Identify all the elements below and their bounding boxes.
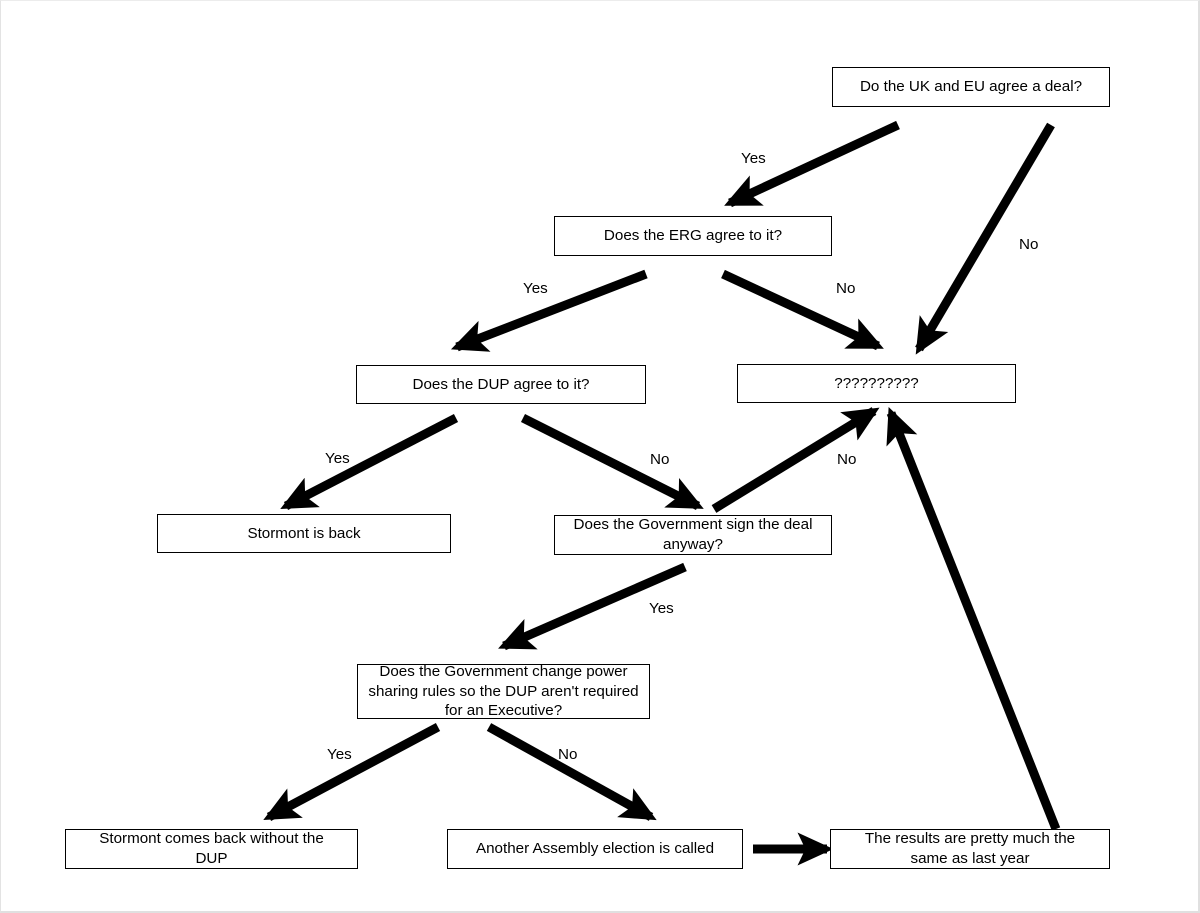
- edge-label-erg-yes: Yes: [523, 280, 548, 297]
- edge-label-deal-no: No: [1019, 236, 1039, 253]
- arrow-power-no-to-election: [486, 723, 657, 821]
- node-uk-eu-deal[interactable]: Do the UK and EU agree a deal?: [832, 67, 1110, 107]
- arrow-dup-yes-to-stormont: [280, 414, 459, 510]
- edge-label-gov-sign-yes: Yes: [649, 600, 674, 617]
- edge-label-gov-sign-no: No: [837, 451, 857, 468]
- arrow-deal-yes-to-erg: [724, 120, 900, 208]
- node-power-sharing-rules-label-line3: for an Executive?: [444, 702, 563, 720]
- node-stormont-is-back-label: Stormont is back: [247, 524, 361, 542]
- arrow-deal-no-to-unknown: [915, 122, 1055, 355]
- arrow-gov-sign-no-to-unknown: [711, 407, 880, 513]
- edge-label-dup-no: No: [650, 451, 670, 468]
- node-unknown-label: ??????????: [834, 374, 919, 392]
- node-gov-sign-deal[interactable]: Does the Government sign the deal anyway…: [554, 515, 832, 555]
- node-dup-agree-label: Does the DUP agree to it?: [412, 375, 590, 393]
- node-gov-sign-deal-label-line1: Does the Government sign the deal: [573, 516, 813, 534]
- node-unknown[interactable]: ??????????: [737, 364, 1016, 403]
- edge-label-deal-yes: Yes: [741, 150, 766, 167]
- node-stormont-is-back[interactable]: Stormont is back: [157, 514, 451, 553]
- node-erg-agree[interactable]: Does the ERG agree to it?: [554, 216, 832, 256]
- node-erg-agree-label: Does the ERG agree to it?: [603, 227, 783, 245]
- edge-label-power-no: No: [558, 746, 578, 763]
- node-power-sharing-rules-label-line1: Does the Government change power: [379, 662, 628, 680]
- arrow-power-yes-to-no-dup: [263, 723, 441, 821]
- arrow-erg-no-to-unknown: [721, 269, 884, 351]
- edge-label-erg-no: No: [836, 280, 856, 297]
- arrow-dup-no-to-gov-sign: [520, 413, 704, 511]
- arrow-results-to-unknown: [886, 406, 1061, 831]
- node-results-same-as-last-year-label-line2: same as last year: [910, 850, 1030, 867]
- edge-label-dup-yes: Yes: [325, 450, 350, 467]
- node-power-sharing-rules-label-line2: sharing rules so the DUP aren't required: [368, 682, 639, 700]
- node-results-same-as-last-year-label-line1: The results are pretty much the: [864, 830, 1076, 848]
- arrow-gov-sign-yes-to-power: [498, 562, 687, 651]
- node-gov-sign-deal-label-line2: anyway?: [663, 536, 723, 553]
- node-power-sharing-rules[interactable]: Does the Government change power sharing…: [357, 662, 650, 720]
- node-assembly-election-label: Another Assembly election is called: [475, 840, 715, 858]
- node-stormont-without-dup-label-line1: Stormont comes back without the: [99, 830, 324, 848]
- arrow-erg-yes-to-dup: [450, 269, 648, 352]
- node-stormont-without-dup[interactable]: Stormont comes back without the DUP: [65, 829, 358, 869]
- node-results-same-as-last-year[interactable]: The results are pretty much the same as …: [830, 829, 1110, 869]
- node-uk-eu-deal-label: Do the UK and EU agree a deal?: [859, 78, 1083, 96]
- node-dup-agree[interactable]: Does the DUP agree to it?: [356, 365, 646, 404]
- node-stormont-without-dup-label-line2: DUP: [195, 850, 228, 867]
- node-assembly-election[interactable]: Another Assembly election is called: [447, 829, 743, 869]
- edge-label-power-yes: Yes: [327, 746, 352, 763]
